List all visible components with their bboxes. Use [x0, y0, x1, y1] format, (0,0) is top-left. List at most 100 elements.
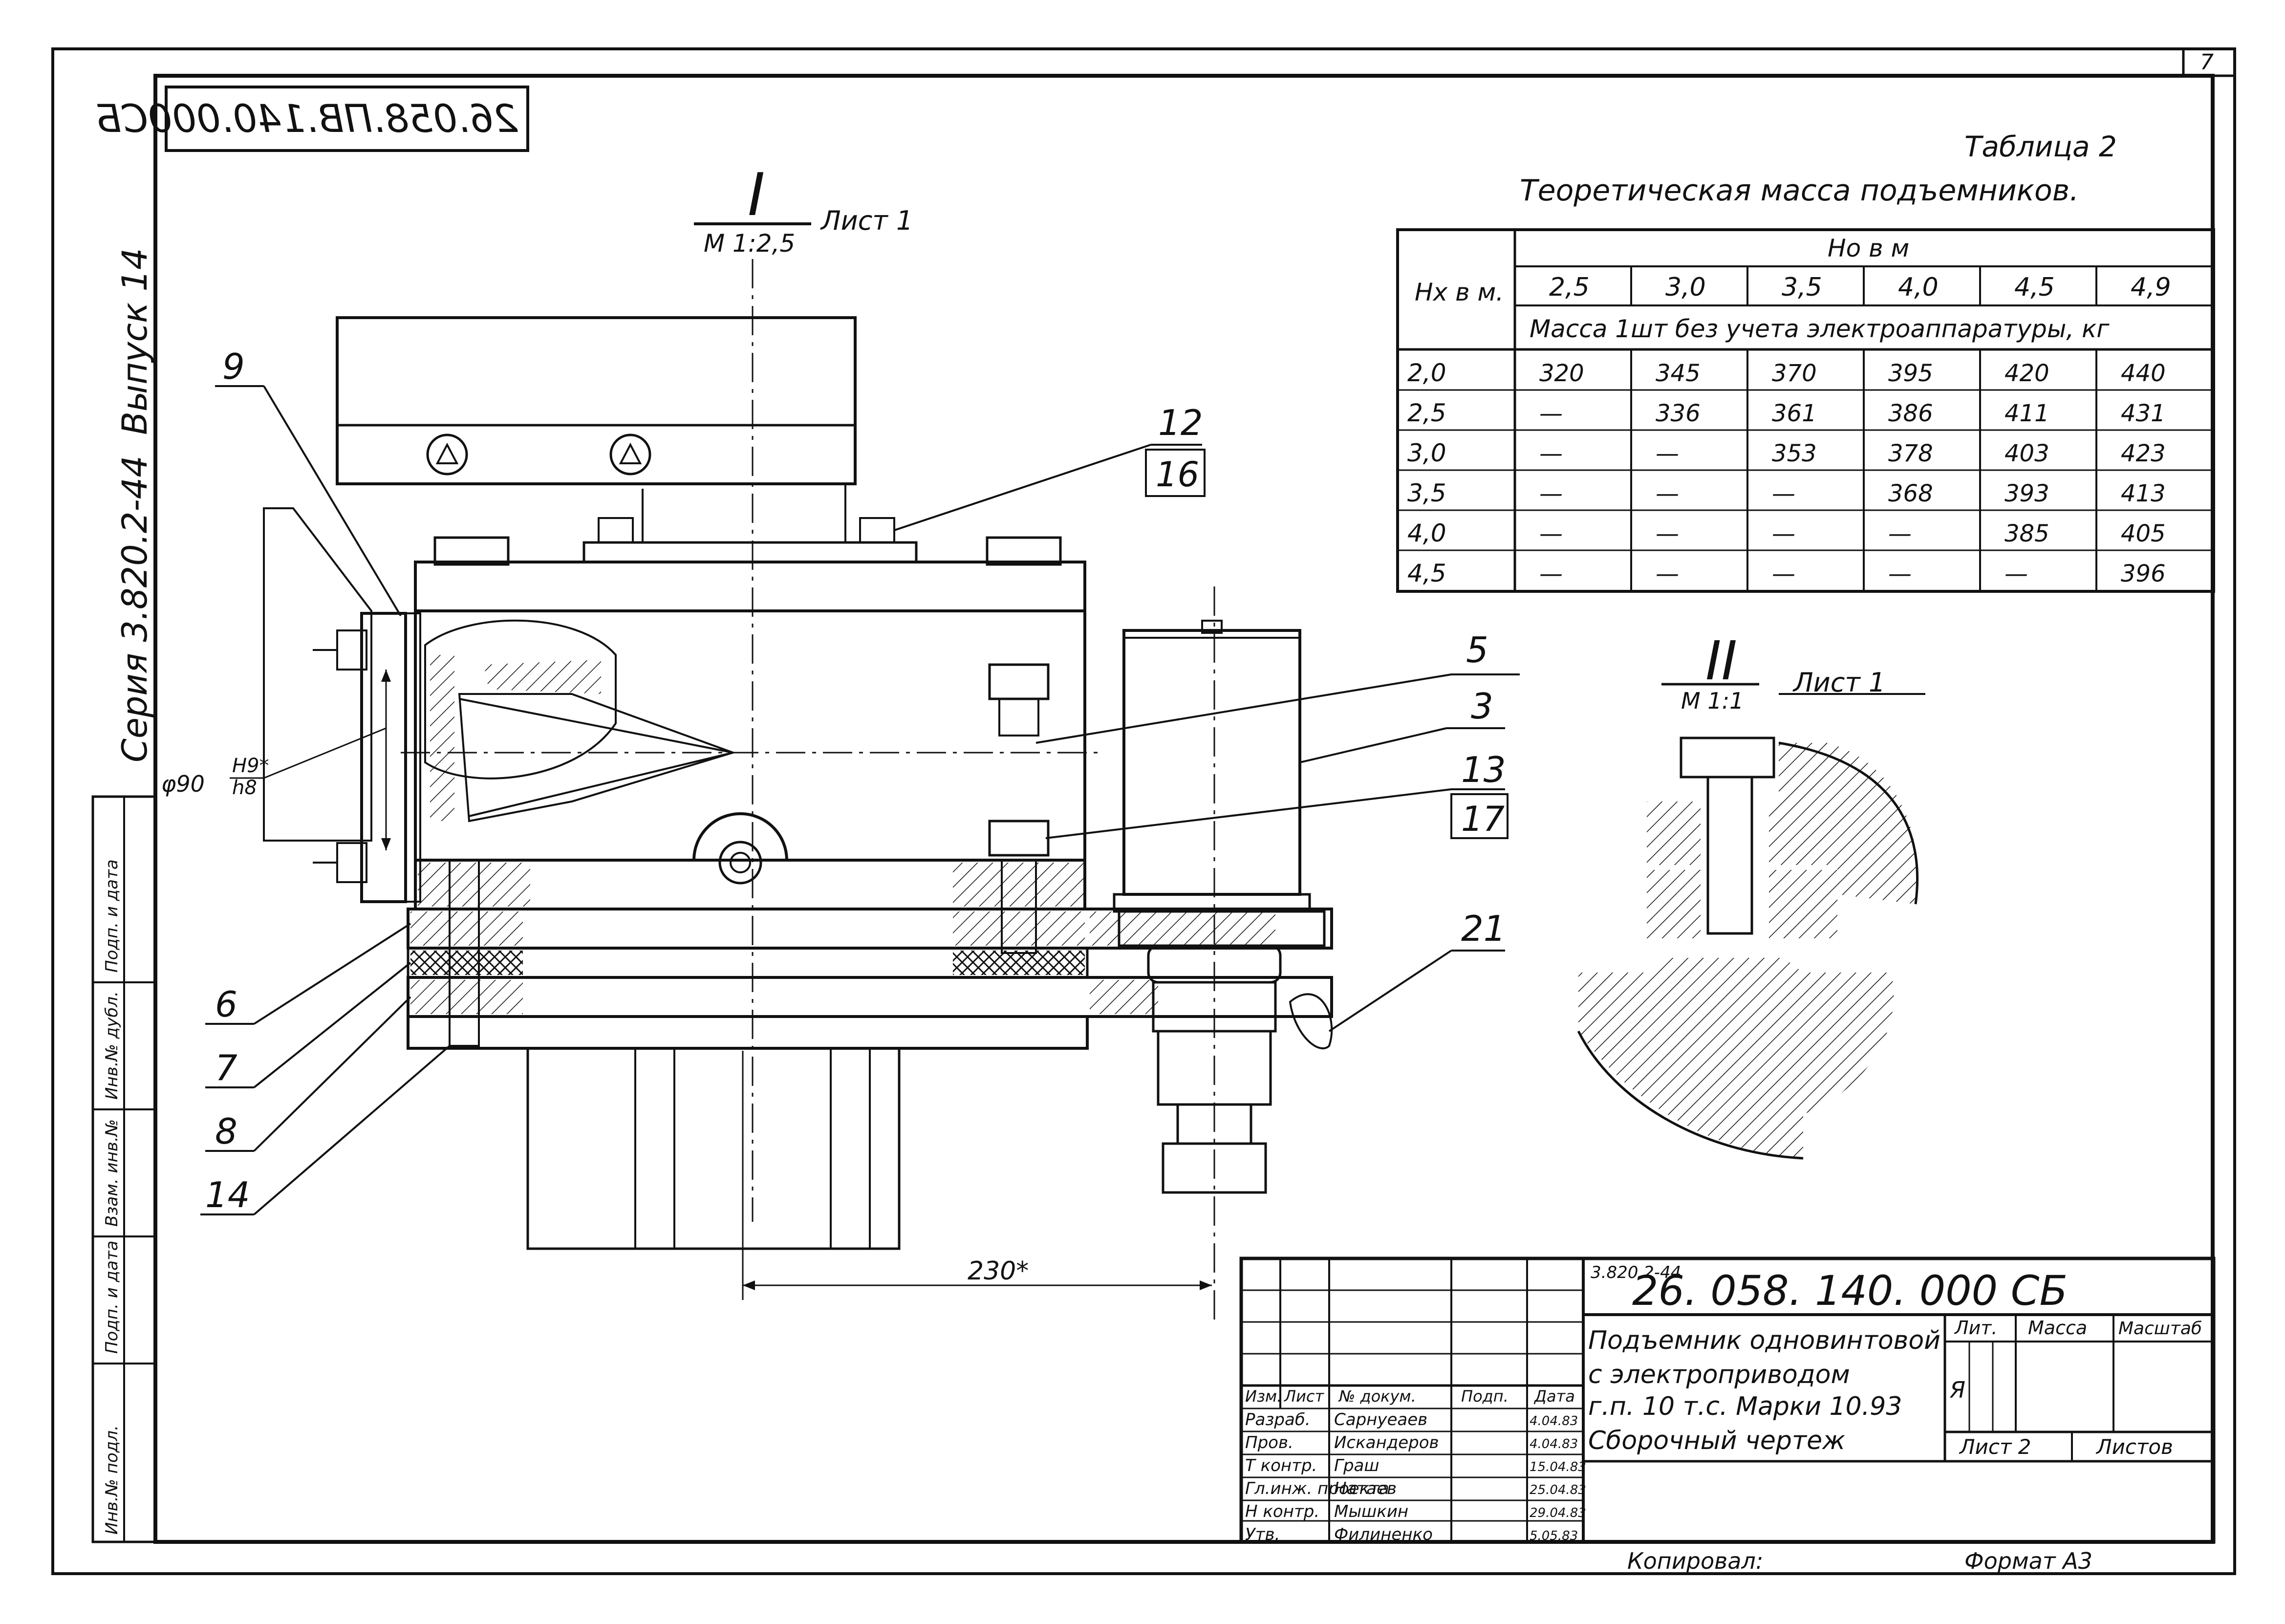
callouts: 9 12 16 5 3 13 17 21 6 7 8 14 — [200, 346, 1520, 1215]
table-cell: 413 — [2121, 480, 2166, 507]
callout-21: 21 — [1461, 908, 1506, 949]
table-cell: — — [1656, 440, 1679, 467]
tb-title-line-1: Подъемник одновинтовой — [1588, 1326, 1940, 1355]
main-assembly-view: 230* φ90 H9* h8 — [161, 259, 1333, 1320]
tb-role-date: 4.04.83 — [1530, 1414, 1578, 1429]
table-cell: 320 — [1539, 360, 1584, 387]
callout-13: 13 — [1461, 749, 1506, 790]
tb-format-label: Формат А3 — [1964, 1548, 2092, 1574]
callout-12: 12 — [1158, 402, 1203, 443]
page-number: 7 — [2200, 50, 2214, 75]
table-cell: 393 — [2005, 480, 2049, 507]
tb-role-date: 15.04.83 — [1530, 1460, 1586, 1474]
tb-role-name: Филиненко — [1334, 1525, 1433, 1544]
tb-role-date: 29.04.83 — [1530, 1506, 1586, 1520]
tb-sheet-label: Лист 2 — [1959, 1435, 2031, 1459]
dimension-230: 230* — [968, 1256, 1029, 1286]
table-cell: — — [1888, 560, 1912, 587]
outer-frame — [51, 47, 2236, 1575]
tb-role-date: 4.04.83 — [1530, 1437, 1578, 1451]
tb-lit-label: Лит. — [1954, 1317, 1998, 1339]
fit-tolerance-bottom: h8 — [232, 777, 257, 799]
tb-role-role: Н контр. — [1245, 1502, 1319, 1521]
table-col-4: 4,5 — [2014, 273, 2055, 302]
table-cell: 423 — [2121, 440, 2166, 467]
table-col-group-header: Но в м — [1828, 234, 1909, 262]
table-cell: 411 — [2005, 400, 2049, 427]
tb-role-role: Пров. — [1245, 1433, 1293, 1452]
callout-16: 16 — [1156, 455, 1199, 495]
table-col-2: 3,5 — [1782, 273, 1822, 302]
table-col-5: 4,9 — [2131, 273, 2171, 302]
table-col-0: 2,5 — [1549, 273, 1590, 302]
table-cell: — — [1656, 560, 1679, 587]
callout-6: 6 — [215, 984, 237, 1025]
table-2: Таблица 2 Теоретическая масса подъемнико… — [1396, 130, 2215, 593]
title-block: Изм. Лист № докум. Подп. Дата Разраб.Сар… — [1239, 1256, 2216, 1574]
table-cell: — — [1656, 520, 1679, 547]
table-cell: — — [1539, 400, 1563, 427]
callout-9: 9 — [222, 346, 245, 387]
table-cell: 353 — [1772, 440, 1817, 467]
tb-series-small: 3.820.2-44 — [1591, 1263, 1681, 1282]
table-cell: 386 — [1888, 400, 1933, 427]
dimension-phi-90: φ90 — [161, 771, 205, 797]
table-cell: 420 — [2005, 360, 2049, 387]
view-1-scale: М 1:2,5 — [704, 229, 795, 258]
tb-header-doc: № докум. — [1338, 1387, 1416, 1406]
table-cell: 370 — [1772, 360, 1817, 387]
tb-title-line-2: с электроприводом — [1588, 1360, 1850, 1389]
tb-role-name: Граш — [1334, 1456, 1379, 1475]
table-cell: 368 — [1888, 480, 1933, 507]
callout-5: 5 — [1466, 629, 1488, 671]
table-cell: 361 — [1772, 400, 1817, 427]
view-1-numeral: I — [748, 161, 765, 229]
table-cell: — — [1539, 480, 1563, 507]
tb-lit-value: Я — [1949, 1377, 1965, 1403]
table-col-1: 3,0 — [1665, 273, 1706, 302]
view-2-numeral: II — [1705, 629, 1737, 692]
callout-8: 8 — [215, 1111, 237, 1152]
tb-copied-label: Копировал: — [1627, 1548, 1763, 1574]
table-title: Теоретическая масса подъемников. — [1520, 173, 2079, 208]
table-cell: 403 — [2005, 440, 2049, 467]
table-cell: 431 — [2121, 400, 2166, 427]
table-cell: 385 — [2005, 520, 2049, 547]
tb-role-role: Утв. — [1245, 1525, 1280, 1544]
table-cell: 345 — [1656, 360, 1701, 387]
table-cell: — — [1772, 560, 1795, 587]
mirrored-document-code: 26.058.ПВ.140.000СБ — [95, 97, 518, 141]
table-cell: 405 — [2121, 520, 2166, 547]
table-cell: — — [1539, 520, 1563, 547]
callout-14: 14 — [205, 1174, 250, 1215]
tb-role-role: Разраб. — [1245, 1410, 1311, 1429]
view-2-scale: М 1:1 — [1681, 688, 1744, 714]
table-row-h: 4,5 — [1407, 559, 1446, 587]
table-caption: Таблица 2 — [1964, 130, 2117, 163]
strip-label-podp-data-1: Подп. и дата — [102, 1240, 122, 1354]
fit-tolerance-top: H9* — [232, 755, 269, 777]
table-cell: 378 — [1888, 440, 1933, 467]
table-row-h: 4,0 — [1407, 519, 1446, 547]
table-row-h: 3,5 — [1407, 479, 1446, 507]
view-2-sheet-ref: Лист 1 — [1792, 667, 1885, 698]
tb-role-role: Гл.инж. проекта — [1245, 1479, 1389, 1498]
left-approval-strip: Инв.№ подл. Подп. и дата Взам. инв.№ Инв… — [91, 795, 157, 1543]
view-1-heading: I М 1:2,5 Лист 1 — [694, 161, 913, 258]
page-number-box — [2182, 47, 2236, 77]
table-cell: — — [1539, 440, 1563, 467]
tb-scale-label: Масштаб — [2118, 1319, 2202, 1339]
tb-role-name: Искандеров — [1334, 1433, 1439, 1452]
tb-role-name: Сарнуеаев — [1334, 1410, 1427, 1429]
tb-header-podp: Подп. — [1461, 1387, 1509, 1406]
tb-header-data: Дата — [1533, 1387, 1575, 1406]
table-row-h: 2,5 — [1407, 399, 1446, 427]
tb-designation: 26. 058. 140. 000 СБ — [1632, 1267, 2068, 1315]
tb-role-date: 25.04.83 — [1530, 1483, 1586, 1497]
table-row-h: 3,0 — [1407, 439, 1446, 467]
view-1-sheet-ref: Лист 1 — [820, 205, 913, 236]
table-cell: 336 — [1656, 400, 1701, 427]
